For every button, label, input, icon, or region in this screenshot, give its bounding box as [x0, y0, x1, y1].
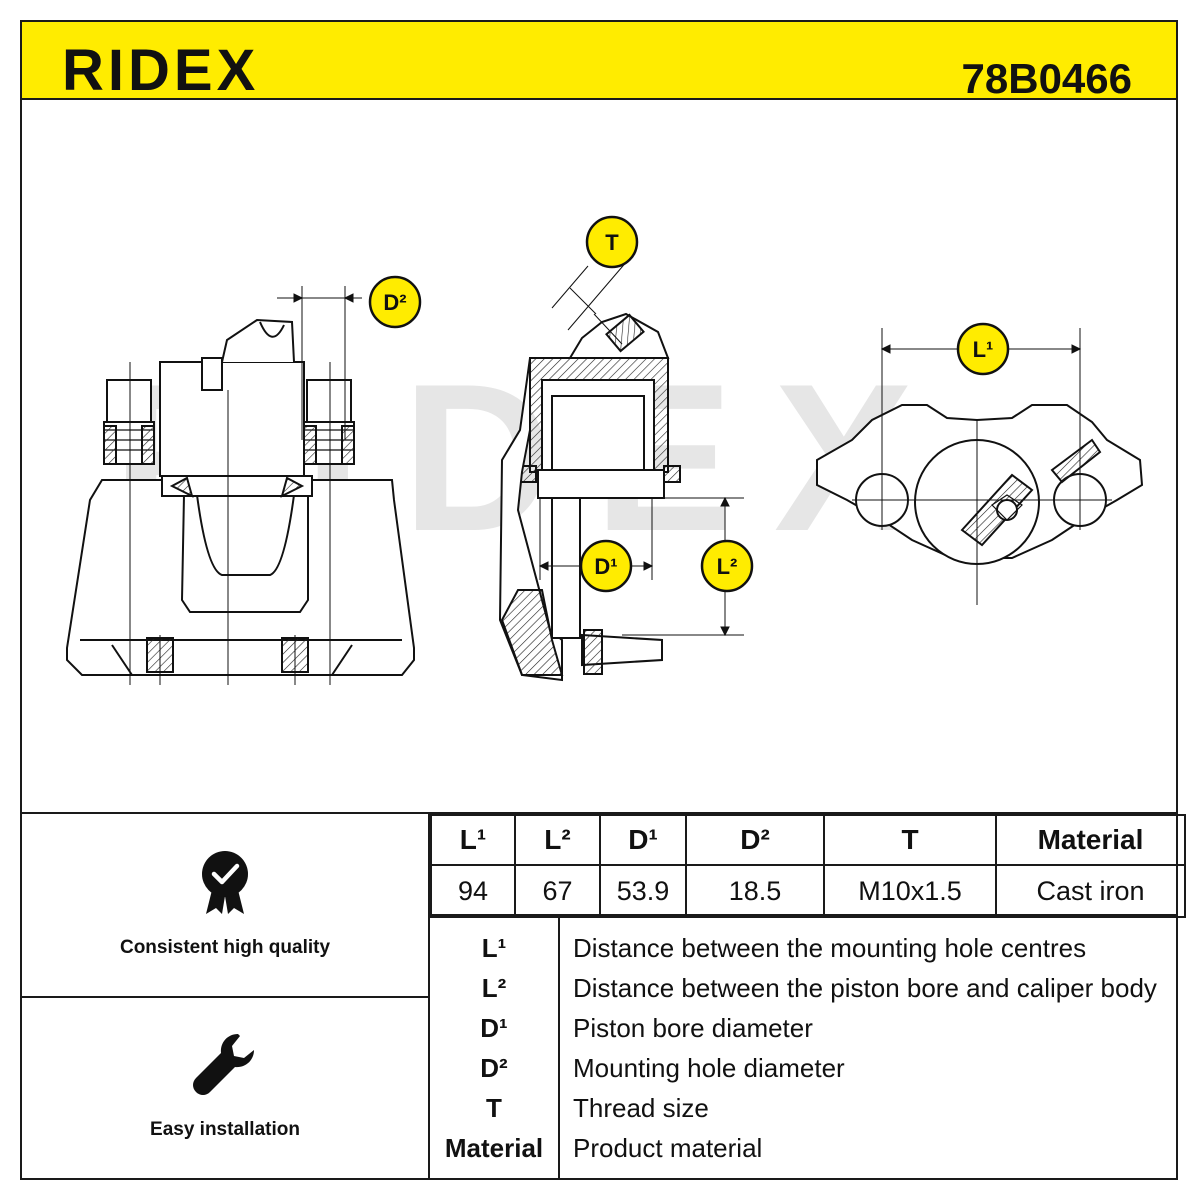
feature-installation-label: Easy installation: [150, 1119, 300, 1140]
sheet-frame: [20, 20, 1178, 1180]
features-panel: Consistent high quality Easy installatio…: [20, 812, 430, 1180]
spec-header-d2: D²: [685, 814, 825, 866]
legend-key: D²: [480, 1053, 508, 1083]
t-dimension: [551, 259, 629, 345]
caliper-front-view: [66, 318, 415, 676]
l2-label: L²: [717, 554, 738, 579]
technical-drawing: RIDEX: [66, 215, 1144, 685]
brand-logo: RIDEX: [62, 38, 260, 103]
legend-description: Piston bore diameter: [573, 1013, 813, 1043]
legend-key: D¹: [480, 1013, 508, 1043]
t-label-badge: T: [585, 215, 639, 269]
spec-header-t: T: [823, 814, 997, 866]
legend-panel: L¹ Distance between the mounting hole ce…: [430, 914, 1178, 1180]
spec-header-d1: D¹: [599, 814, 687, 866]
legend-row: Material Product material: [430, 1128, 1178, 1168]
legend-key: Material: [444, 1133, 544, 1163]
legend-separator: [558, 916, 560, 1180]
legend-description: Distance between the piston bore and cal…: [573, 973, 1157, 1003]
legend-key: L¹: [481, 933, 507, 963]
feature-installation: Easy installation: [20, 1030, 430, 1141]
legend-row: L² Distance between the piston bore and …: [430, 968, 1178, 1008]
caliper-section-view: [498, 312, 681, 682]
front-view-centerlines: [129, 362, 331, 685]
l1-label: L¹: [973, 337, 994, 362]
spec-value-d1: 53.9: [599, 864, 687, 918]
l2-label-badge: L²: [700, 539, 754, 593]
spec-header-row: L¹ L² D¹ D² T Material: [430, 814, 1186, 866]
d1-label-badge: D¹: [579, 539, 633, 593]
legend-key: L²: [481, 973, 507, 1003]
spec-header-material: Material: [995, 814, 1186, 866]
legend-description: Distance between the mounting hole centr…: [573, 933, 1087, 963]
l1-label-badge: L¹: [956, 322, 1010, 376]
spec-value-material: Cast iron: [995, 864, 1186, 918]
feature-separator: [20, 996, 430, 998]
wrench-icon: [193, 1034, 254, 1095]
spec-value-d2: 18.5: [685, 864, 825, 918]
d1-dimension: [538, 498, 654, 580]
legend-row: D¹ Piston bore diameter: [430, 1008, 1178, 1048]
part-number: 78B0466: [961, 55, 1132, 102]
feature-quality: Consistent high quality: [20, 850, 430, 959]
d2-label: D²: [383, 290, 406, 315]
spec-value-l1: 94: [430, 864, 516, 918]
t-label: T: [605, 230, 619, 255]
header-bar: RIDEX 78B0466: [20, 20, 1178, 100]
legend-description: Product material: [573, 1133, 763, 1163]
d2-label-badge: D²: [368, 275, 422, 329]
caliper-back-view: [816, 404, 1144, 565]
spec-value-t: M10x1.5: [823, 864, 997, 918]
back-view-centerlines: [852, 328, 1112, 605]
legend-row: T Thread size: [430, 1088, 1178, 1128]
spec-value-row: 94 67 53.9 18.5 M10x1.5 Cast iron: [430, 864, 1186, 918]
section-divider: [20, 812, 1178, 814]
legend-row: D² Mounting hole diameter: [430, 1048, 1178, 1088]
legend-key: T: [486, 1093, 502, 1123]
spec-header-l1: L¹: [430, 814, 516, 866]
legend-row: L¹ Distance between the mounting hole ce…: [430, 928, 1178, 968]
d1-label: D¹: [594, 554, 617, 579]
quality-badge-icon: [202, 851, 248, 914]
legend-description: Thread size: [573, 1093, 709, 1123]
spec-header-l2: L²: [514, 814, 601, 866]
spec-table: L¹ L² D¹ D² T Material 94 67 53.9 18.5 M…: [430, 814, 1186, 918]
feature-quality-label: Consistent high quality: [119, 937, 331, 958]
legend-description: Mounting hole diameter: [573, 1053, 845, 1083]
spec-value-l2: 67: [514, 864, 601, 918]
d2-dimension: [277, 286, 362, 440]
